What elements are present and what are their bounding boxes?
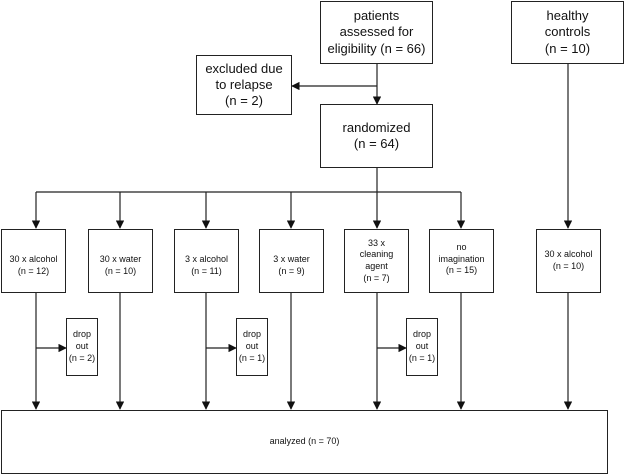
group-box-water3: 3 x water (n = 9)	[259, 229, 324, 293]
group-box-alcohol3: 3 x alcohol (n = 11)	[174, 229, 239, 293]
group-box-alcohol30: 30 x alcohol (n = 12)	[1, 229, 66, 293]
drop-out-box-1: drop out (n = 2)	[66, 318, 98, 376]
healthy-controls-box: healthy controls (n = 10)	[511, 1, 624, 64]
controls-alcohol30-box: 30 x alcohol (n = 10)	[536, 229, 601, 293]
excluded-box: excluded due to relapse (n = 2)	[196, 55, 292, 115]
analyzed-box: analyzed (n = 70)	[1, 410, 608, 474]
drop-out-box-2: drop out (n = 1)	[236, 318, 268, 376]
assessed-box: patients assessed for eligibility (n = 6…	[320, 1, 433, 64]
group-box-no-imagination: no imagination (n = 15)	[429, 229, 494, 293]
group-box-cleaning33: 33 x cleaning agent (n = 7)	[344, 229, 409, 293]
randomized-box: randomized (n = 64)	[320, 104, 433, 168]
drop-out-box-3: drop out (n = 1)	[406, 318, 438, 376]
group-box-water30: 30 x water (n = 10)	[88, 229, 153, 293]
